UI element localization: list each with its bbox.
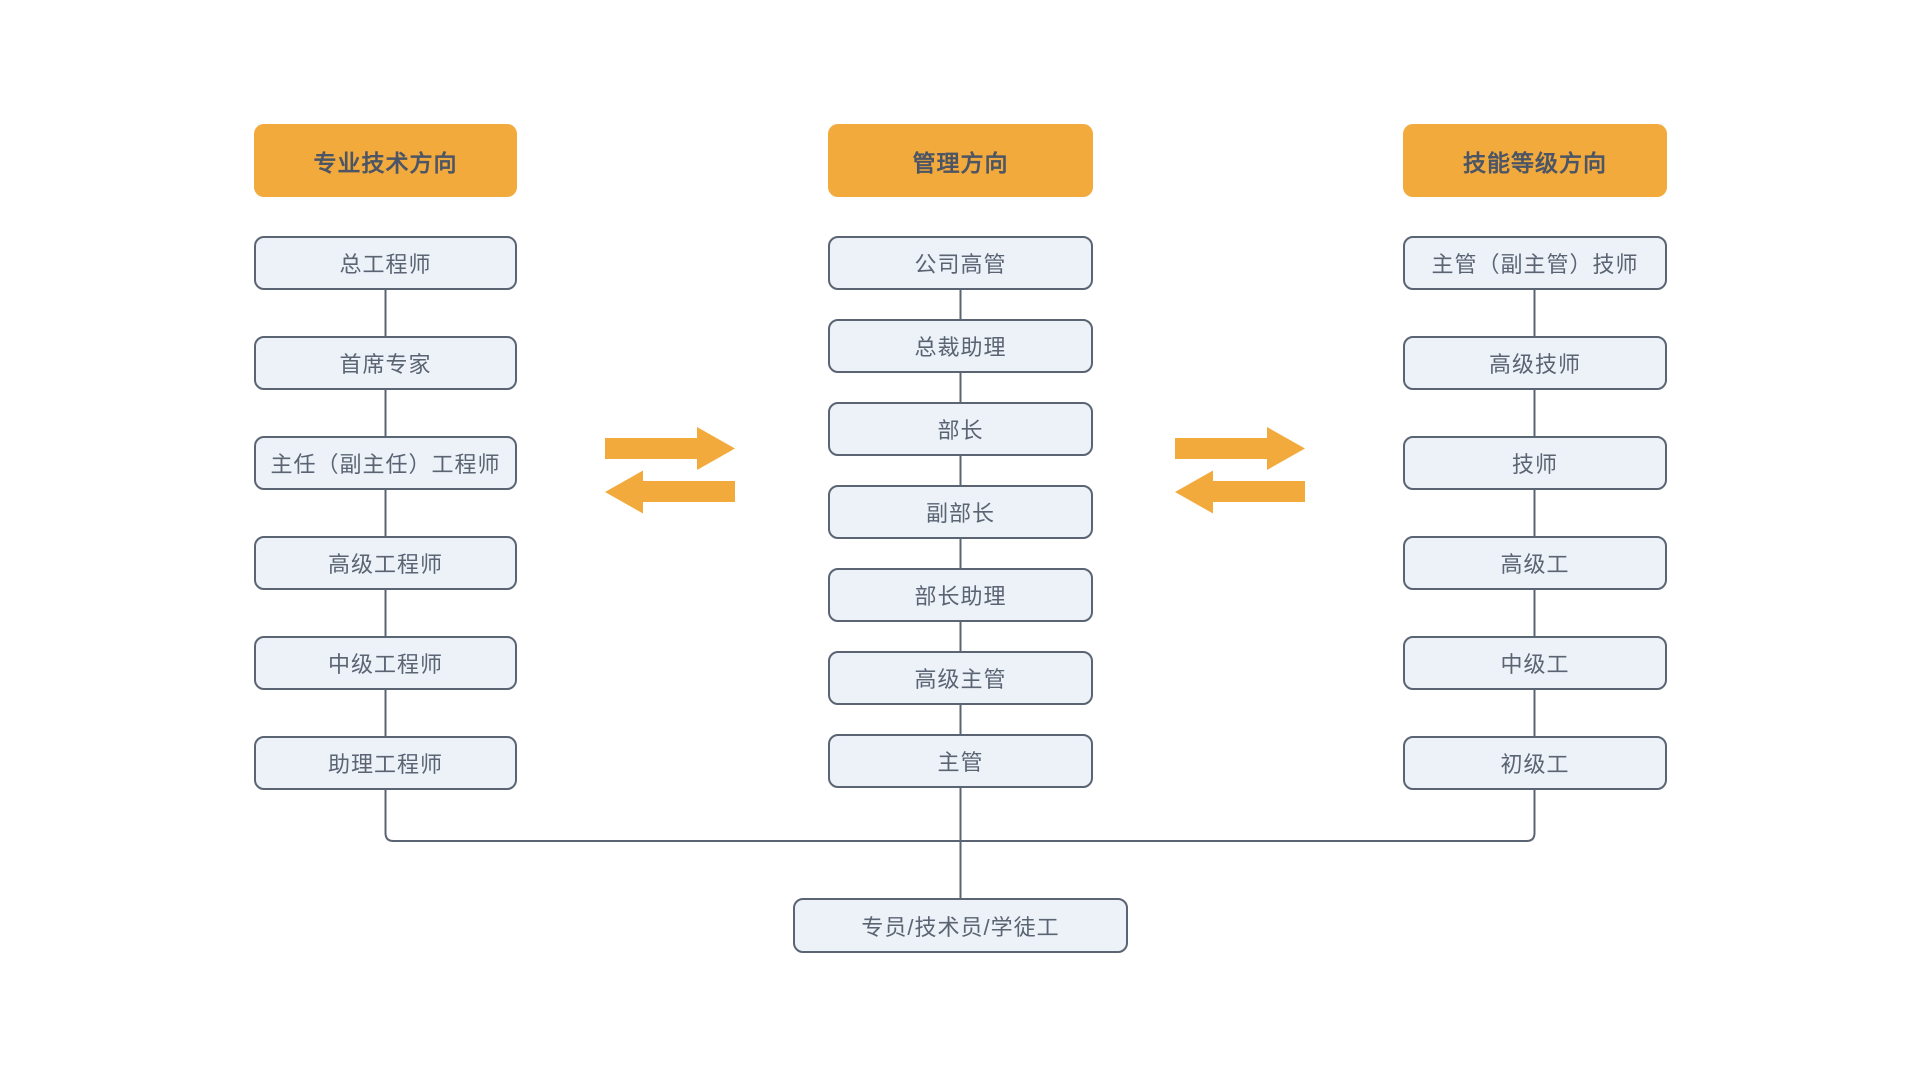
node-chief-expert: 首席专家: [254, 336, 517, 390]
node-director-engineer: 主任（副主任）工程师: [254, 436, 517, 490]
arrow-left-icon: [605, 470, 735, 514]
arrow-right-icon: [1175, 427, 1305, 470]
node-senior-technician: 高级技师: [1403, 336, 1667, 390]
node-senior-engineer: 高级工程师: [254, 536, 517, 590]
node-supervisor: 主管: [828, 734, 1093, 788]
bidirectional-transfer-arrows-left: [605, 427, 735, 514]
node-intermediate-worker: 中级工: [1403, 636, 1667, 690]
node-junior-worker: 初级工: [1403, 736, 1667, 790]
node-department-head-assistant: 部长助理: [828, 568, 1093, 622]
node-president-assistant: 总裁助理: [828, 319, 1093, 373]
header-professional-technical: 专业技术方向: [254, 124, 517, 197]
node-intermediate-engineer: 中级工程师: [254, 636, 517, 690]
node-senior-supervisor: 高级主管: [828, 651, 1093, 705]
node-deputy-department-head: 副部长: [828, 485, 1093, 539]
node-specialist-apprentice: 专员/技术员/学徒工: [793, 898, 1128, 953]
node-chief-engineer: 总工程师: [254, 236, 517, 290]
bidirectional-transfer-arrows-right: [1175, 427, 1305, 514]
header-skill-grade: 技能等级方向: [1403, 124, 1667, 197]
node-senior-worker: 高级工: [1403, 536, 1667, 590]
node-chief-technician: 主管（副主管）技师: [1403, 236, 1667, 290]
arrow-left-icon: [1175, 470, 1305, 514]
node-assistant-engineer: 助理工程师: [254, 736, 517, 790]
node-department-head: 部长: [828, 402, 1093, 456]
header-management: 管理方向: [828, 124, 1093, 197]
node-company-executive: 公司高管: [828, 236, 1093, 290]
bottom-merge-connector: [384, 790, 1536, 842]
node-technician: 技师: [1403, 436, 1667, 490]
arrow-right-icon: [605, 427, 735, 470]
